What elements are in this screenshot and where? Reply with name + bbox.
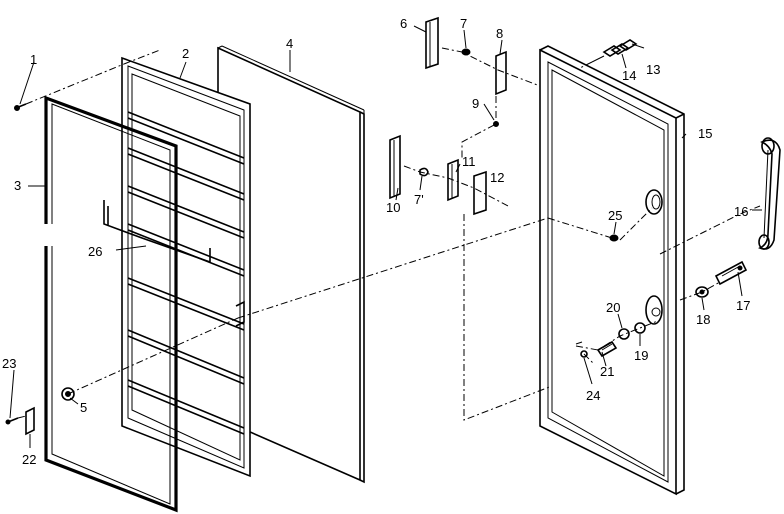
callout-3: 3 [14, 178, 21, 193]
hinge-bushing-7-prime [419, 167, 429, 177]
washer-20 [618, 328, 630, 340]
callout-22: 22 [22, 452, 36, 467]
callout-7: 7 [460, 16, 467, 31]
shelf-retainer-bracket [103, 200, 211, 264]
callout-21: 21 [600, 364, 614, 379]
callout-5: 5 [80, 400, 87, 415]
callout-8: 8 [496, 26, 503, 41]
lower-hinge-bracket [389, 134, 401, 200]
callout-2: 2 [182, 46, 189, 61]
door-gasket [40, 95, 178, 513]
latch-assembly-17 [714, 260, 748, 286]
callout-13: 13 [646, 62, 660, 77]
callout-16: 16 [734, 204, 748, 219]
callout-pointers [9, 25, 762, 448]
hinge-11 [447, 158, 459, 202]
hinge-bracket-22 [25, 406, 35, 436]
door-handle [758, 137, 781, 250]
callout-6: 6 [400, 16, 407, 31]
hinge-plate-12 [473, 170, 487, 216]
callout-23: 23 [2, 356, 16, 371]
top-hinge-bracket [425, 16, 439, 70]
screw-25 [609, 234, 619, 242]
screw-1 [14, 103, 27, 111]
callout-24: 24 [586, 388, 600, 403]
callout-labels: 1 2 3 4 5 6 7 8 9 10 7' 11 12 13 14 15 1… [2, 16, 750, 467]
screw-24 [575, 341, 588, 358]
callout-12: 12 [490, 170, 504, 185]
spring-pin-21 [596, 340, 618, 358]
callout-11: 11 [462, 154, 476, 169]
top-hinge-shims [591, 39, 638, 63]
hinge-bushing-7 [461, 48, 471, 56]
outer-door [539, 45, 685, 496]
callout-17: 17 [736, 298, 750, 313]
bushing-18 [695, 286, 709, 298]
callout-4: 4 [286, 36, 293, 51]
callout-25: 25 [608, 208, 622, 223]
hinge-pin-bracket [495, 50, 507, 96]
callout-20: 20 [606, 300, 620, 315]
callout-1: 1 [30, 52, 37, 67]
callout-7-prime: 7' [414, 192, 424, 207]
assembly-leader-lines [17, 47, 761, 421]
callout-19: 19 [634, 348, 648, 363]
callout-10: 10 [386, 200, 400, 215]
washer-19 [634, 322, 646, 334]
callout-9: 9 [472, 96, 479, 111]
liner-shelf-bars [127, 111, 245, 435]
callout-15: 15 [698, 126, 712, 141]
screw-23 [5, 417, 19, 425]
callout-26: 26 [88, 244, 102, 259]
callout-18: 18 [696, 312, 710, 327]
door-liner-frame [121, 56, 251, 478]
callout-14: 14 [622, 68, 636, 83]
